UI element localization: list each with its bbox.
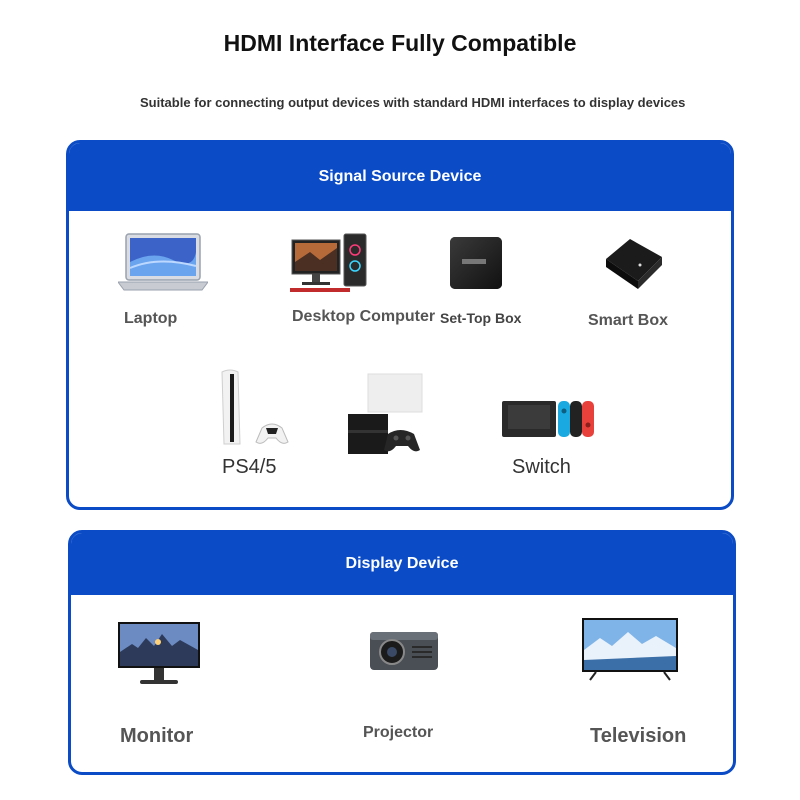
device-label-smart-box: Smart Box (588, 312, 669, 329)
signal-source-panel: Signal Source Device (66, 140, 734, 510)
desktop-computer-icon (290, 233, 367, 292)
ps4-console-icon (348, 373, 423, 454)
television-icon (582, 618, 678, 681)
device-label-set-top-box: Set-Top Box (440, 310, 522, 326)
signal-source-panel-header: Signal Source Device (69, 143, 731, 211)
device-label-switch: Switch (512, 456, 571, 478)
signal-source-title: Signal Source Device (318, 168, 482, 185)
device-label-desktop-computer: Desktop Computer (292, 308, 436, 325)
device-label-monitor: Monitor (120, 725, 194, 747)
device-label-television: Television (590, 725, 687, 747)
set-top-box-icon (450, 237, 502, 289)
display-device-panel-header: Display Device (71, 533, 733, 595)
projector-icon (370, 632, 438, 670)
laptop-icon (118, 233, 208, 291)
device-label-ps4-5: PS4/5 (222, 456, 277, 478)
ps5-console-icon (221, 369, 289, 445)
device-label-laptop: Laptop (124, 310, 178, 327)
monitor-icon (118, 622, 200, 684)
page-title: HDMI Interface Fully Compatible (223, 30, 577, 56)
smart-box-icon (606, 239, 662, 289)
page-subtitle: Suitable for connecting output devices w… (140, 95, 686, 110)
device-label-projector: Projector (363, 724, 434, 741)
nintendo-switch-icon (502, 401, 594, 437)
display-device-title: Display Device (345, 555, 459, 572)
